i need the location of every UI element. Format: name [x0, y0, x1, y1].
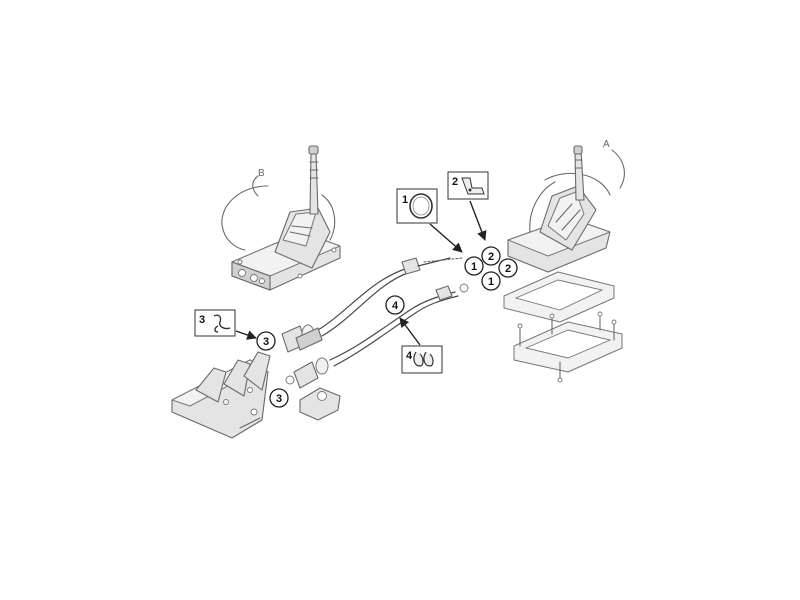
legend-box-3: 3	[194, 309, 236, 337]
lower-coupler	[293, 361, 319, 389]
callout-3a: 3	[256, 331, 276, 351]
view-b-outline-right	[321, 194, 336, 241]
callout-arrows	[235, 200, 487, 346]
arrow-1	[429, 223, 463, 253]
view-b-arrow	[252, 175, 259, 197]
callout-1a-label: 1	[471, 261, 477, 273]
legend-box-2-label: 2	[452, 176, 458, 188]
callout-1a: 1	[464, 256, 484, 276]
callout-2b: 2	[498, 258, 518, 278]
legend-box-2: 2	[447, 171, 489, 200]
shifter-assembly-b: B	[221, 145, 341, 291]
upper-cable	[317, 267, 409, 331]
upper-cable-end	[401, 257, 421, 275]
legend-box-1-label: 1	[402, 194, 408, 206]
arrow-2	[469, 200, 487, 241]
callout-1b-label: 1	[488, 276, 494, 288]
view-label-b: B	[258, 168, 265, 179]
callout-2b-label: 2	[505, 263, 511, 275]
spring-clip-icon	[213, 314, 231, 333]
retaining-clip-icon	[461, 177, 485, 195]
shifter-b-lever	[309, 151, 319, 215]
view-label-a: A	[603, 139, 610, 150]
bracket-rib-1	[195, 367, 227, 403]
callout-4-label: 4	[392, 300, 399, 312]
view-a-arrow	[611, 149, 625, 189]
callout-1b: 1	[481, 271, 501, 291]
shifter-assembly-a: A	[503, 139, 625, 383]
bracket-rib-2	[223, 359, 251, 397]
transmission-bracket	[171, 351, 271, 439]
legend-box-1: 1	[396, 188, 438, 224]
cable-couplers	[281, 324, 341, 421]
arrow-4	[399, 317, 421, 346]
cable-clip-icon	[413, 351, 434, 367]
legend-box-4-label: 4	[406, 350, 413, 362]
callout-3a-label: 3	[263, 336, 269, 348]
view-b-outline	[221, 185, 269, 251]
callout-3b: 3	[269, 388, 289, 408]
legend-box-3-label: 3	[199, 314, 205, 326]
callout-2a: 2	[481, 246, 501, 266]
callout-2a-label: 2	[488, 251, 494, 263]
o-ring-icon	[409, 193, 433, 219]
legend-box-4: 4	[401, 345, 443, 374]
callout-3b-label: 3	[276, 393, 282, 405]
cable-clip-block	[299, 387, 341, 421]
arrow-3	[235, 330, 257, 340]
shift-cables	[317, 257, 469, 367]
bracket-rib-3	[243, 351, 271, 391]
lower-cable-end	[435, 285, 453, 301]
shifter-a-lever	[574, 149, 585, 201]
frame-studs	[519, 315, 615, 379]
callout-4: 4	[385, 295, 405, 315]
